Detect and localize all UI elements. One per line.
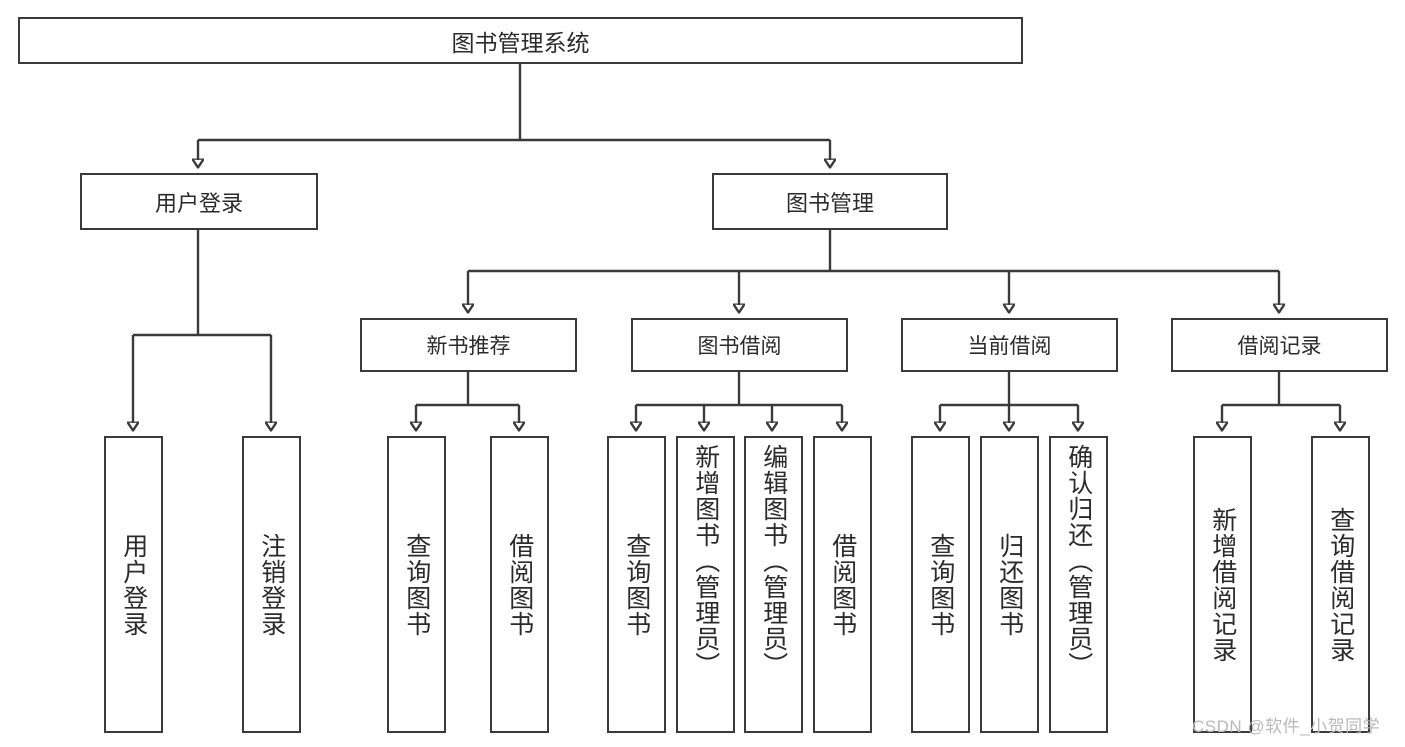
node-label: 图书管理系统	[451, 29, 590, 56]
leaf-add-borrow-record[interactable]: 新增借阅记录	[1193, 436, 1252, 733]
node-label: 新书推荐	[426, 335, 511, 358]
node-label: 当前借阅	[967, 335, 1052, 358]
leaf-query-book-borrow[interactable]: 查询图书	[607, 436, 666, 733]
leaf-label: 查询借阅记录	[1326, 506, 1355, 663]
leaf-label: 确认归还（管理员）	[1064, 444, 1093, 678]
leaf-query-book-recommend[interactable]: 查询图书	[387, 436, 446, 733]
leaf-label: 归还图书	[995, 532, 1024, 637]
node-root-system[interactable]: 图书管理系统	[18, 17, 1023, 64]
leaf-return-book[interactable]: 归还图书	[980, 436, 1039, 733]
leaf-label: 注销登录	[257, 532, 286, 637]
leaf-label: 编辑图书（管理员）	[759, 444, 788, 678]
node-borrow-record[interactable]: 借阅记录	[1171, 318, 1388, 372]
node-book-borrow[interactable]: 图书借阅	[631, 318, 848, 372]
leaf-label: 查询图书	[926, 532, 955, 637]
node-user-login[interactable]: 用户登录	[80, 173, 318, 230]
node-label: 图书管理	[785, 190, 874, 216]
leaf-logout[interactable]: 注销登录	[242, 436, 301, 733]
node-book-manage[interactable]: 图书管理	[712, 173, 948, 230]
leaf-borrow-book[interactable]: 借阅图书	[813, 436, 872, 733]
leaf-label: 新增图书（管理员）	[691, 444, 720, 678]
node-current-borrow[interactable]: 当前借阅	[901, 318, 1118, 372]
leaf-query-borrow-record[interactable]: 查询借阅记录	[1311, 436, 1370, 733]
leaf-label: 查询图书	[402, 532, 431, 637]
leaf-label: 用户登录	[119, 532, 148, 637]
csdn-watermark: CSDN @软件_小贺同学	[1192, 717, 1381, 736]
leaf-label: 查询图书	[622, 532, 651, 637]
leaf-user-login[interactable]: 用户登录	[104, 436, 163, 733]
node-label: 借阅记录	[1237, 335, 1322, 358]
node-new-book-recommend[interactable]: 新书推荐	[360, 318, 577, 372]
leaf-borrow-book-recommend[interactable]: 借阅图书	[490, 436, 549, 733]
node-label: 图书借阅	[697, 335, 782, 358]
leaf-label: 新增借阅记录	[1208, 506, 1237, 663]
leaf-query-book-current[interactable]: 查询图书	[911, 436, 970, 733]
leaf-edit-book[interactable]: 编辑图书（管理员）	[744, 436, 803, 733]
leaf-label: 借阅图书	[828, 532, 857, 637]
node-label: 用户登录	[154, 190, 243, 216]
leaf-label: 借阅图书	[505, 532, 534, 637]
leaf-confirm-return[interactable]: 确认归还（管理员）	[1049, 436, 1108, 733]
leaf-add-book[interactable]: 新增图书（管理员）	[676, 436, 735, 733]
